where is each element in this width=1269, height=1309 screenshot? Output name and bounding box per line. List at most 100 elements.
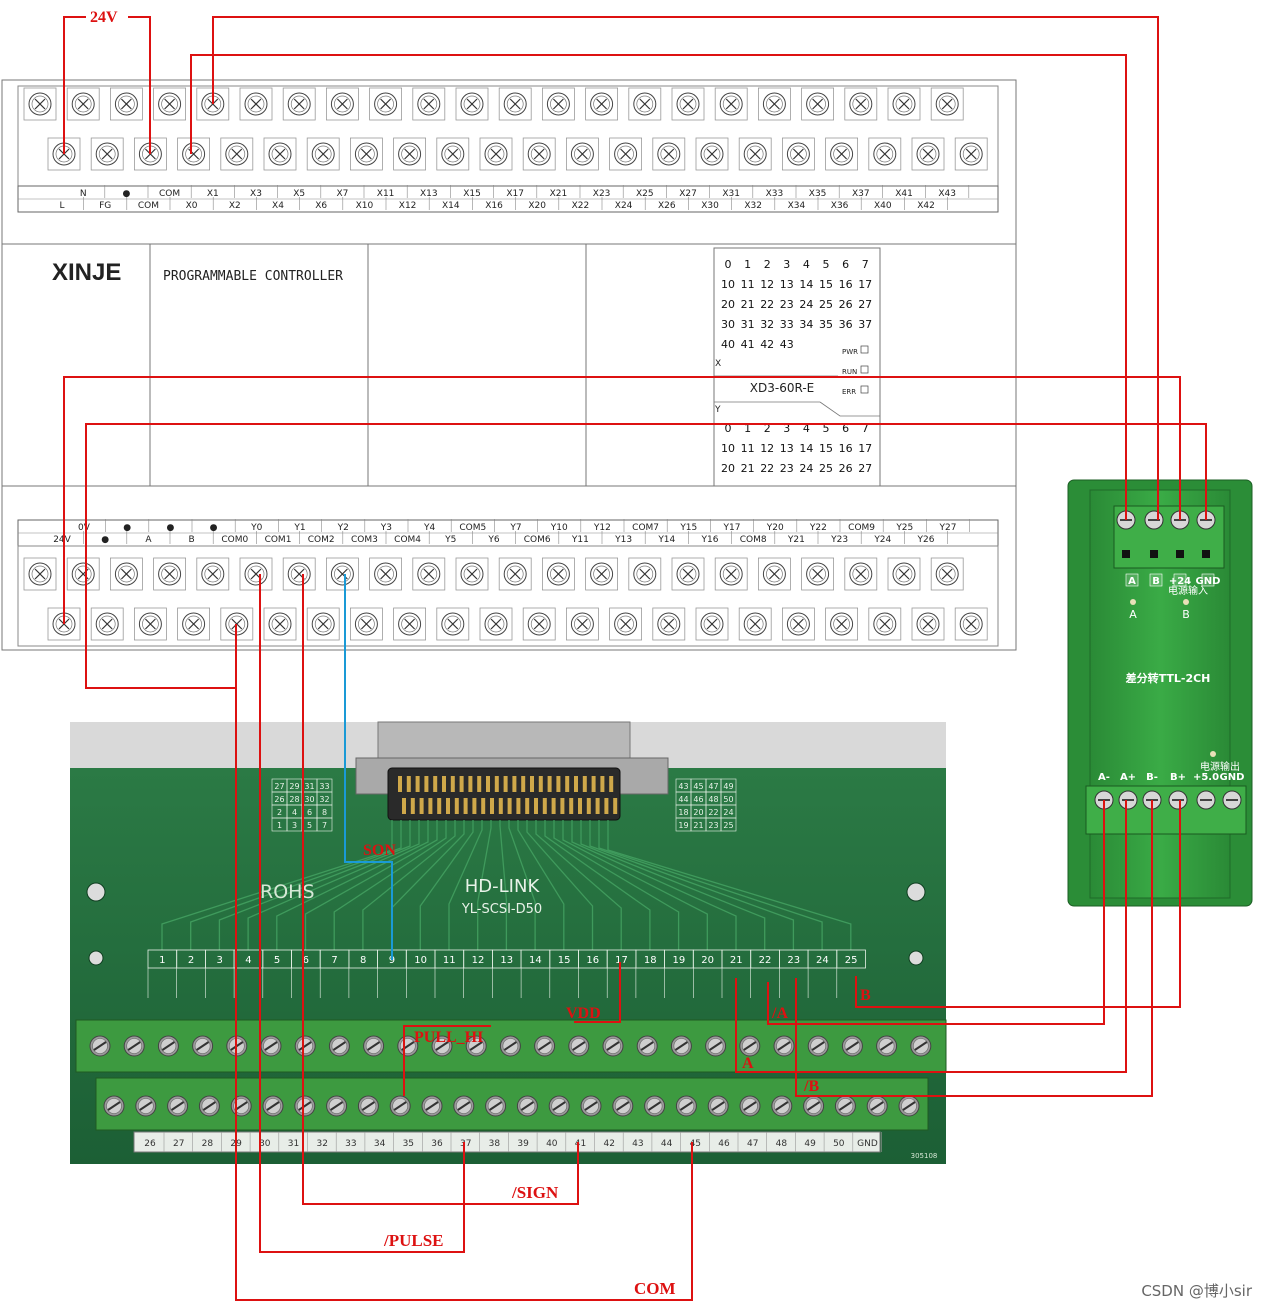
screw-icon bbox=[412, 557, 446, 591]
plc-terminal-label: X33 bbox=[766, 189, 784, 199]
board-pin-number: 40 bbox=[546, 1139, 558, 1149]
plc-terminal-label: X34 bbox=[788, 201, 806, 211]
board-pin-number: 31 bbox=[288, 1139, 299, 1149]
screw-icon bbox=[758, 557, 791, 591]
plc-led-number: 6 bbox=[842, 258, 849, 271]
screw-icon bbox=[133, 607, 167, 641]
plc-terminal-label: Y3 bbox=[380, 523, 392, 533]
plc-led-number: 20 bbox=[721, 298, 735, 311]
plc-led-number: 2 bbox=[764, 422, 771, 435]
plc-terminal-label: N bbox=[80, 189, 87, 199]
board-pin-number: 16 bbox=[586, 955, 599, 966]
board-pin-number: 46 bbox=[718, 1139, 730, 1149]
terminal-screw-icon bbox=[548, 1095, 570, 1117]
plc-terminal-label: ● bbox=[101, 535, 109, 545]
converter-output-label: A+ bbox=[1120, 772, 1136, 783]
board-terminal-row-top bbox=[89, 1035, 932, 1057]
plc-led-number: 2 bbox=[764, 258, 771, 271]
screw-icon bbox=[110, 87, 143, 121]
screw-icon bbox=[585, 557, 618, 591]
pin-icon bbox=[503, 776, 508, 792]
screw-icon bbox=[220, 137, 254, 171]
board-pin-number: 37 bbox=[460, 1139, 471, 1149]
plc-terminal-label: Y17 bbox=[723, 523, 741, 533]
pin-grid-number: 23 bbox=[708, 821, 718, 830]
pin-grid-number: 21 bbox=[693, 821, 703, 830]
plc-terminal-label: Y11 bbox=[571, 535, 589, 545]
plc-led-number: 12 bbox=[760, 442, 774, 455]
terminal-screw-icon bbox=[363, 1035, 385, 1057]
terminal-screw-icon bbox=[771, 1095, 793, 1117]
screw-icon bbox=[498, 87, 532, 121]
pin-icon bbox=[565, 776, 570, 792]
pin-grid-number: 46 bbox=[693, 795, 703, 804]
board-pin-number: 13 bbox=[500, 955, 513, 966]
wire-son bbox=[344, 574, 393, 960]
terminal-screw-icon bbox=[644, 1095, 666, 1117]
plc-led-number: 31 bbox=[741, 318, 755, 331]
converter-screw-icon bbox=[1144, 510, 1164, 530]
plc-led-number: 13 bbox=[780, 442, 794, 455]
plc-terminal-label: COM5 bbox=[459, 523, 486, 533]
converter-output-label: B- bbox=[1146, 772, 1158, 783]
terminal-screw-icon bbox=[739, 1095, 761, 1117]
plc-led-number: 3 bbox=[783, 422, 790, 435]
converter-input-label: GND bbox=[1196, 576, 1221, 587]
pin-icon bbox=[498, 798, 503, 814]
plc-led-number: 17 bbox=[858, 442, 872, 455]
board-pin-number: 10 bbox=[414, 955, 427, 966]
screw-icon bbox=[325, 87, 359, 121]
label-a: A bbox=[742, 1055, 754, 1072]
plc-top-screw-row-upper bbox=[23, 87, 964, 121]
plc-led-number: 11 bbox=[741, 278, 755, 291]
screw-icon bbox=[153, 87, 187, 121]
pin-grid-number: 22 bbox=[708, 808, 718, 817]
pin-grid-number: 45 bbox=[693, 782, 703, 791]
plc-terminal-label: B bbox=[189, 535, 195, 545]
screw-icon bbox=[801, 557, 834, 591]
screw-icon bbox=[306, 607, 340, 641]
screw-icon bbox=[263, 607, 297, 641]
plc-led-number: 25 bbox=[819, 462, 833, 475]
terminal-screw-icon bbox=[876, 1035, 898, 1057]
plc-led-number: 26 bbox=[839, 298, 853, 311]
watermark: CSDN @博小sir bbox=[1141, 1282, 1253, 1300]
terminal-screw-icon bbox=[357, 1095, 379, 1117]
board-pin-number: 30 bbox=[259, 1139, 271, 1149]
screw-icon bbox=[110, 557, 143, 591]
plc-led-number: 7 bbox=[862, 258, 869, 271]
terminal-screw-icon bbox=[135, 1095, 157, 1117]
screw-icon bbox=[282, 557, 316, 591]
plc-terminal-label: FG bbox=[99, 201, 111, 211]
terminal-screw-icon bbox=[421, 1095, 443, 1117]
pin-grid-number: 43 bbox=[678, 782, 688, 791]
label-sign-bar: /SIGN bbox=[511, 1183, 559, 1202]
screw-icon bbox=[196, 87, 230, 121]
terminal-screw-icon bbox=[670, 1035, 692, 1057]
plc-led-number: 3 bbox=[783, 258, 790, 271]
plc-terminal-label: Y5 bbox=[444, 535, 456, 545]
screw-icon bbox=[239, 557, 273, 591]
pin-icon bbox=[521, 776, 526, 792]
plc-led-number: 5 bbox=[823, 258, 830, 271]
screw-icon bbox=[306, 137, 340, 171]
wiring bbox=[63, 16, 1207, 1301]
board-pin-number: 22 bbox=[759, 955, 772, 966]
screw-icon bbox=[844, 557, 878, 591]
plc-led-number: 14 bbox=[799, 442, 813, 455]
pin-icon bbox=[446, 798, 450, 814]
pin-icon bbox=[419, 798, 424, 814]
converter-output-label: +5.0 bbox=[1193, 772, 1219, 783]
screw-icon bbox=[542, 87, 575, 121]
screw-icon bbox=[911, 137, 945, 171]
plc-terminal-label: X7 bbox=[336, 189, 348, 199]
screw-icon bbox=[628, 557, 662, 591]
pin-grid-number: 32 bbox=[319, 795, 329, 804]
pin-grid-number: 5 bbox=[307, 821, 312, 830]
terminal-screw-icon bbox=[773, 1035, 795, 1057]
board-pin-number: 42 bbox=[603, 1139, 614, 1149]
wire-pulse bbox=[259, 574, 465, 1253]
terminal-screw-icon bbox=[167, 1095, 189, 1117]
